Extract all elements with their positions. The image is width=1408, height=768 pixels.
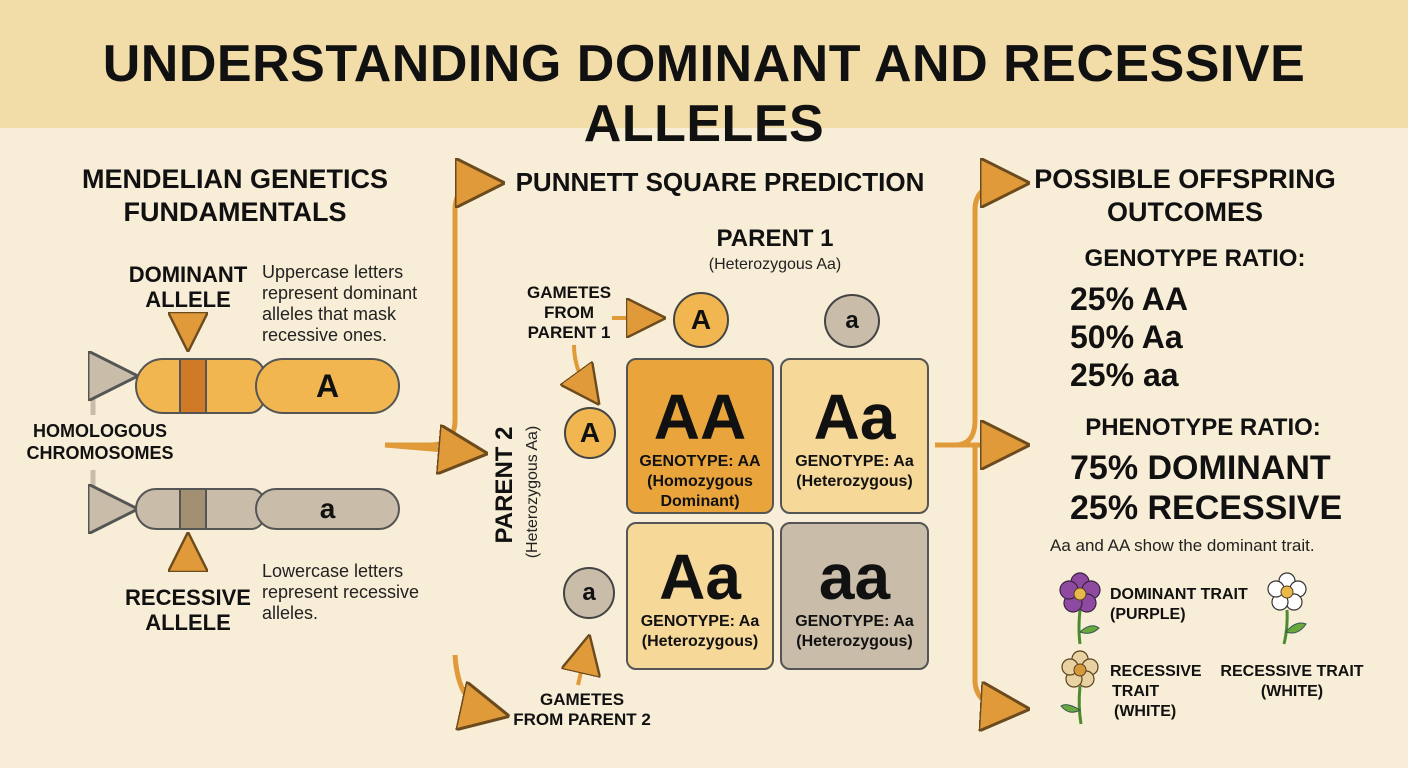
genotype-ratio-item: 25% aa — [1070, 357, 1179, 393]
parent2-gamete-A: A — [564, 407, 616, 459]
genotype-ratio-item: 25% AA — [1070, 281, 1188, 317]
recessive-allele-letter: a — [319, 493, 336, 524]
phenotype-ratio-item: 25% RECESSIVE — [1070, 489, 1343, 527]
cell-label: (Heterozygous) — [796, 473, 913, 490]
dominant-description: Uppercase letters represent dominant all… — [262, 262, 418, 345]
legend-recessive-trait: RECESSIVE TRAIT (WHITE) — [1110, 663, 1202, 720]
legend-recessive-trait-white: RECESSIVE TRAIT (WHITE) — [1220, 663, 1364, 700]
dominant-chromosome-right-arm: A — [255, 358, 400, 414]
recessive-chromosome-right-arm: a — [255, 488, 400, 530]
cell-genotype: Aa — [659, 541, 741, 613]
cell-genotype: AA — [653, 381, 747, 453]
parent1-gamete-A: A — [673, 292, 729, 348]
cell-label: (Homozygous — [647, 473, 753, 490]
phenotype-ratio-list: 75% DOMINANT 25% RECESSIVE — [1070, 448, 1370, 528]
parent2-subtitle: (Heterozygous Aa) — [524, 425, 541, 559]
genotype-ratio-item: 50% Aa — [1070, 319, 1183, 355]
parent1-subtitle: (Heterozygous Aa) — [708, 256, 842, 273]
phenotype-ratio-item: 75% DOMINANT — [1070, 449, 1331, 487]
recessive-allele-label: RECESSIVE ALLELE — [125, 585, 251, 635]
page-title: UNDERSTANDING DOMINANT AND RECESSIVE ALL… — [102, 35, 1306, 153]
cell-genotype: Aa — [813, 381, 896, 453]
cell-label: GENOTYPE: Aa — [795, 613, 914, 630]
parent1-gamete-a: a — [824, 294, 880, 348]
cell-label: (Heterozygous) — [796, 633, 913, 650]
outcomes-heading: POSSIBLE OFFSPRING OUTCOMES — [1034, 164, 1336, 227]
cell-label: GENOTYPE: Aa — [795, 453, 914, 470]
punnett-cell-Aa-top: Aa GENOTYPE: Aa (Heterozygous) — [780, 358, 929, 514]
gametes-parent1-label: GAMETES FROM PARENT 1 — [526, 283, 612, 342]
purple-flower-icon — [1059, 572, 1101, 645]
white-flower-icon — [1267, 572, 1307, 645]
dominant-chromosome-left-arm — [135, 358, 265, 414]
dominant-allele-label: DOMINANT ALLELE — [128, 262, 248, 312]
dominant-allele-letter: A — [315, 368, 340, 404]
allele-band — [179, 490, 207, 528]
punnett-cell-AA: AA GENOTYPE: AA (Homozygous Dominant) — [626, 358, 774, 514]
phenotype-ratio-heading: PHENOTYPE RATIO: — [1085, 414, 1321, 441]
phenotype-note: Aa and AA show the dominant trait. — [1050, 536, 1315, 555]
punnett-heading: PUNNETT SQUARE PREDICTION — [515, 167, 925, 197]
punnett-cell-Aa-bottom: Aa GENOTYPE: Aa (Heterozygous) — [626, 522, 774, 670]
white-flower-icon — [1060, 650, 1099, 725]
punnett-cell-aa: aa GENOTYPE: Aa (Heterozygous) — [780, 522, 929, 670]
recessive-chromosome-left-arm — [135, 488, 265, 530]
cell-label: (Heterozygous) — [641, 633, 759, 650]
header-banner — [0, 0, 1408, 128]
cell-label: Dominant) — [660, 493, 740, 510]
cell-genotype: aa — [818, 541, 891, 613]
gametes-parent2-label: GAMETES FROM PARENT 2 — [513, 690, 651, 729]
parent2-label: PARENT 2 — [491, 426, 518, 544]
homologous-label: HOMOLOGOUS CHROMOSOMES — [26, 421, 174, 463]
allele-band — [179, 360, 207, 412]
cell-label: GENOTYPE: AA — [639, 453, 761, 470]
left-heading: MENDELIAN GENETICS FUNDAMENTALS — [81, 164, 389, 227]
genotype-ratio-heading: GENOTYPE RATIO: — [1084, 245, 1306, 272]
parent1-label: PARENT 1 — [716, 225, 834, 252]
recessive-description: Lowercase letters represent recessive al… — [262, 561, 420, 623]
legend-dominant-trait: DOMINANT TRAIT (PURPLE) — [1110, 586, 1248, 623]
parent2-gamete-a: a — [563, 567, 615, 619]
genotype-ratio-list: 25% AA 50% Aa 25% aa — [1070, 280, 1320, 394]
cell-label: GENOTYPE: Aa — [640, 613, 760, 630]
